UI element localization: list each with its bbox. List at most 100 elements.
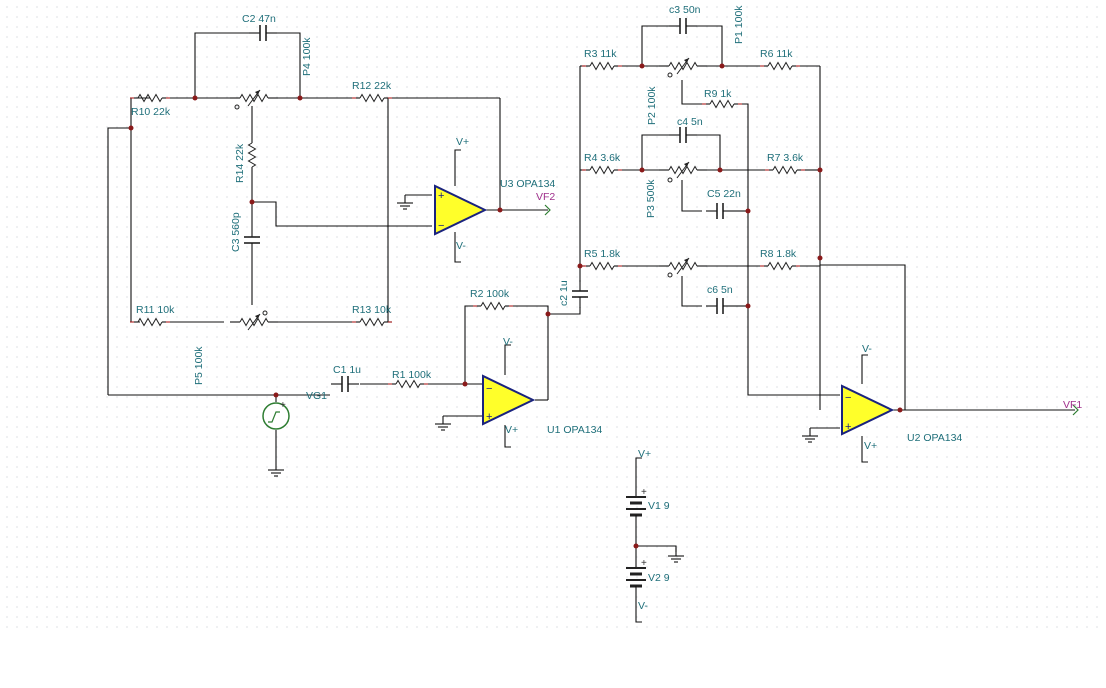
label-vplus: V+ — [456, 136, 469, 148]
label-vg1: VG1 — [306, 390, 327, 402]
label-u1: U1 OPA134 — [547, 424, 602, 436]
label-p1: P1 100k — [733, 5, 745, 44]
pot-wiper-marker — [262, 310, 268, 316]
opamp-u2[interactable]: − + — [841, 384, 895, 436]
label-r10: R10 22k — [131, 106, 171, 118]
svg-text:+: + — [641, 487, 647, 498]
opamp-u3[interactable]: + − — [434, 184, 488, 236]
pot-wiper-marker — [667, 177, 673, 183]
opamp-plus-sign: + — [845, 421, 851, 433]
potentiometer-p4[interactable] — [229, 89, 279, 107]
label-p5: P5 100k — [193, 346, 205, 385]
label-c1: C1 1u — [333, 364, 361, 376]
potentiometer-p5[interactable] — [229, 313, 279, 331]
capacitor-c2-1u[interactable] — [571, 279, 589, 309]
potentiometer-p2[interactable] — [658, 257, 708, 275]
opamp-u1[interactable]: − + — [482, 374, 536, 426]
pot-wiper-marker — [667, 272, 673, 278]
label-c3-50n: c3 50n — [669, 4, 701, 16]
label-r13: R13 10k — [352, 304, 392, 316]
resistor-r12[interactable] — [351, 93, 393, 103]
component-labels: C2 47n R10 22k R12 22k P4 100k R14 22k C… — [131, 4, 1082, 612]
rail-flag — [861, 354, 868, 360]
schematic-canvas[interactable] — [0, 0, 1106, 630]
svg-text:+: + — [641, 558, 647, 569]
junction-nodes — [128, 63, 903, 549]
wires — [107, 25, 1075, 616]
label-r5: R5 1.8k — [584, 248, 621, 260]
resistor-r1[interactable] — [387, 379, 429, 389]
ground-icon — [396, 194, 414, 210]
resistor-r9[interactable] — [701, 99, 743, 109]
label-c3-560p: C3 560p — [230, 212, 242, 252]
resistor-r11[interactable] — [129, 317, 171, 327]
label-v2: V2 9 — [648, 572, 670, 584]
capacitor-c1[interactable] — [330, 375, 360, 393]
rail-flag — [454, 149, 461, 163]
capacitor-c4[interactable] — [668, 126, 698, 144]
resistor-r6[interactable] — [759, 61, 801, 71]
rail-flag — [861, 458, 868, 463]
potentiometer-p1[interactable] — [658, 57, 708, 75]
label-vminus: V- — [503, 336, 513, 348]
label-r4: R4 3.6k — [584, 152, 621, 164]
resistor-r4[interactable] — [581, 165, 623, 175]
battery-v2[interactable]: + — [626, 558, 647, 592]
output-terminal-vf2[interactable] — [544, 204, 551, 216]
rail-flag — [635, 457, 642, 462]
label-r3: R3 11k — [584, 48, 617, 60]
label-u2: U2 OPA134 — [907, 432, 962, 444]
ground-icon — [434, 415, 452, 431]
label-r14: R14 22k — [234, 143, 246, 183]
capacitor-c2[interactable] — [248, 24, 278, 42]
schematic-svg[interactable]: + − − + − + + + + — [0, 0, 1106, 630]
label-r9: R9 1k — [704, 88, 732, 100]
label-vminus: V- — [862, 343, 872, 355]
label-p3: P3 500k — [645, 179, 657, 218]
label-vminus: V- — [456, 240, 466, 252]
opamp-minus-sign: − — [486, 383, 492, 395]
capacitor-c6[interactable] — [705, 297, 735, 315]
output-terminal-vf1[interactable] — [1072, 404, 1079, 416]
label-u3: U3 OPA134 — [500, 178, 555, 190]
opamp-minus-sign: − — [438, 220, 444, 232]
resistor-r5[interactable] — [581, 261, 623, 271]
rail-flag — [635, 616, 642, 623]
signal-generator-vg1[interactable]: + — [262, 400, 290, 430]
ground-icon — [267, 461, 285, 477]
opamp-plus-sign: + — [486, 411, 492, 423]
label-vminus: V- — [638, 600, 648, 612]
battery-v1[interactable]: + — [626, 487, 647, 521]
rail-flag — [454, 256, 461, 263]
label-c6: c6 5n — [707, 284, 733, 296]
label-vf1: VF1 — [1063, 399, 1082, 411]
resistor-r3[interactable] — [581, 61, 623, 71]
resistor-r8[interactable] — [759, 261, 801, 271]
label-r6: R6 11k — [760, 48, 793, 60]
pot-wiper-marker — [667, 72, 673, 78]
label-c5: C5 22n — [707, 188, 741, 200]
label-c2: C2 47n — [242, 13, 276, 25]
resistor-r13[interactable] — [351, 317, 393, 327]
opamp-plus-sign: + — [438, 190, 444, 202]
capacitor-c5[interactable] — [705, 202, 735, 220]
label-v1: V1 9 — [648, 500, 670, 512]
svg-text:+: + — [280, 400, 286, 411]
label-r8: R8 1.8k — [760, 248, 797, 260]
capacitor-c3-560p[interactable] — [243, 225, 261, 255]
capacitor-c3-50n[interactable] — [668, 17, 698, 35]
label-p4: P4 100k — [301, 37, 313, 76]
rail-flag — [504, 440, 511, 448]
label-r2: R2 100k — [470, 288, 510, 300]
label-r1: R1 100k — [392, 369, 432, 381]
label-r7: R7 3.6k — [767, 152, 804, 164]
resistor-r7[interactable] — [764, 165, 806, 175]
resistor-r2[interactable] — [472, 301, 514, 311]
resistor-r14[interactable] — [247, 134, 257, 176]
potentiometer-p3[interactable] — [658, 161, 708, 179]
resistor-r10[interactable] — [129, 93, 171, 103]
ground-icon — [801, 427, 819, 443]
label-vf2: VF2 — [536, 191, 555, 203]
label-c2-1u: c2 1u — [558, 280, 570, 306]
label-p2: P2 100k — [646, 86, 658, 125]
